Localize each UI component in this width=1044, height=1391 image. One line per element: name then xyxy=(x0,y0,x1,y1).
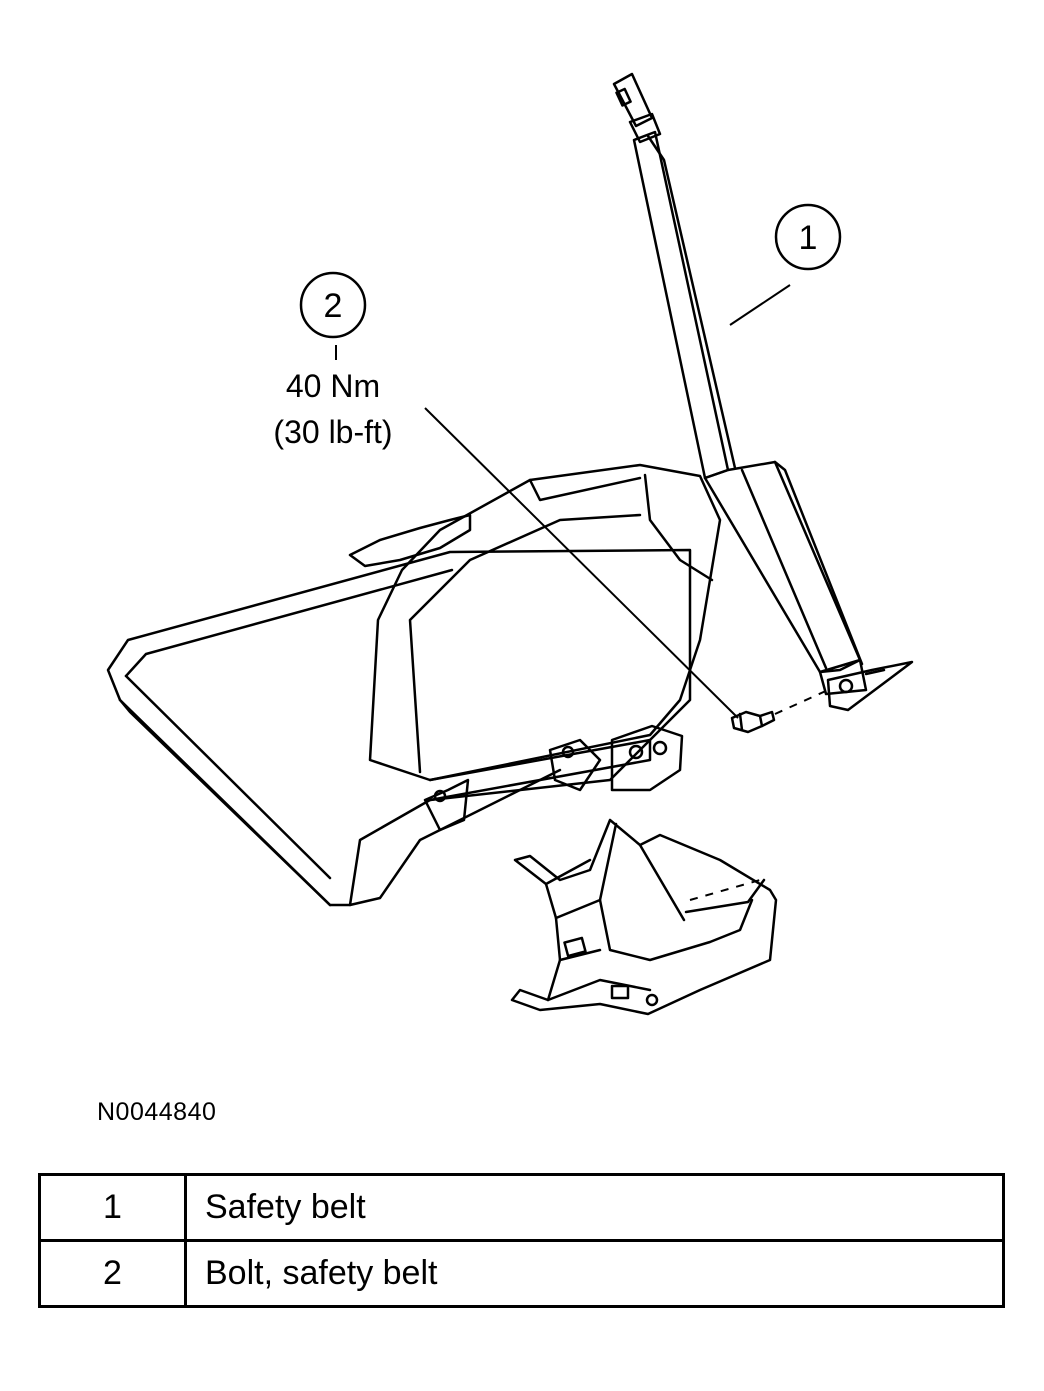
callout-1: 1 xyxy=(774,203,842,271)
legend-description: Bolt, safety belt xyxy=(184,1239,1005,1308)
callout-2: 2 xyxy=(299,271,367,339)
seat-hinge-brackets-drawing xyxy=(348,513,684,832)
figure-id: N0044840 xyxy=(97,1098,217,1126)
legend-row: 2 Bolt, safety belt xyxy=(38,1239,1005,1308)
callout-1-leader xyxy=(729,284,791,326)
seat-cushion-drawing xyxy=(106,548,692,907)
seat-back-drawing xyxy=(368,463,722,802)
seat-safety-belt-illustration: 1 2 40 Nm (30 lb-ft) xyxy=(106,72,914,1016)
callout-2-circle xyxy=(299,271,367,339)
seat-riser-drawing xyxy=(510,818,778,1016)
legend-row: 1 Safety belt xyxy=(38,1173,1005,1242)
callout-2-number: 2 xyxy=(324,287,343,325)
legend-description: Safety belt xyxy=(184,1173,1005,1242)
installation-guide-lines xyxy=(689,689,829,901)
torque-spec-imperial: (30 lb-ft) xyxy=(273,414,392,450)
bolt-drawing xyxy=(730,710,776,734)
legend-number: 2 xyxy=(38,1239,187,1308)
torque-spec-metric: 40 Nm xyxy=(286,368,380,404)
torque-leader-line xyxy=(424,407,739,719)
safety-belt-drawing xyxy=(612,72,914,712)
legend-table: 1 Safety belt 2 Bolt, safety belt xyxy=(38,1173,1005,1308)
callout-1-circle xyxy=(774,203,842,271)
callout-1-number: 1 xyxy=(799,219,818,257)
legend-number: 1 xyxy=(38,1173,187,1242)
